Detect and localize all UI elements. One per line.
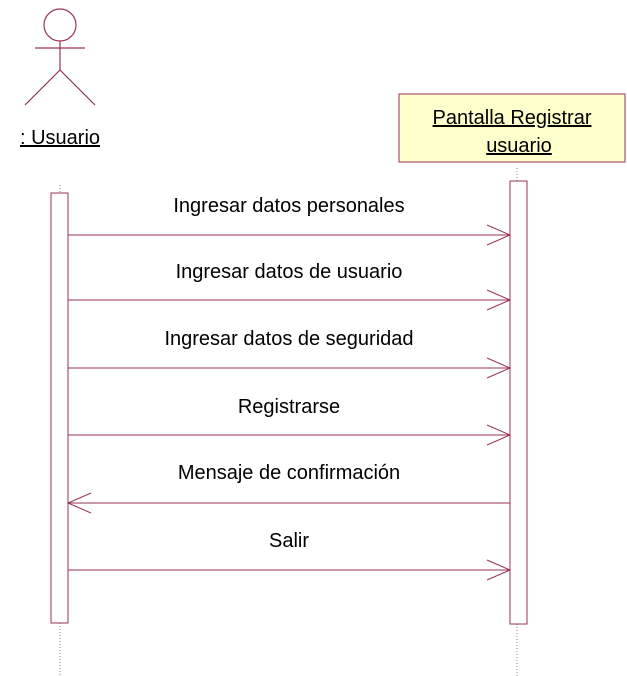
message-1: Ingresar datos personales bbox=[68, 195, 512, 246]
object-name-line1: Pantalla Registrar bbox=[433, 107, 592, 129]
message-label: Ingresar datos de usuario bbox=[176, 261, 403, 283]
message-label: Ingresar datos de seguridad bbox=[164, 328, 413, 350]
arrowhead-right bbox=[486, 559, 512, 581]
object-box bbox=[398, 93, 626, 163]
arrowhead-right bbox=[486, 424, 512, 446]
arrowhead-right bbox=[486, 289, 512, 311]
message-label: Registrarse bbox=[238, 396, 340, 418]
actor-head bbox=[43, 8, 77, 42]
message-4: Registrarse bbox=[68, 396, 512, 446]
object-name-line2: usuario bbox=[486, 135, 552, 157]
message-3: Ingresar datos de seguridad bbox=[68, 328, 512, 379]
message-2: Ingresar datos de usuario bbox=[68, 261, 512, 311]
arrowhead-right bbox=[486, 357, 512, 379]
message-label: Mensaje de confirmación bbox=[178, 462, 400, 484]
message-label: Salir bbox=[269, 530, 309, 552]
arrowhead-left bbox=[66, 492, 92, 514]
actor-right-leg bbox=[59, 69, 96, 106]
actor-name: : Usuario bbox=[20, 127, 100, 149]
message-label: Ingresar datos personales bbox=[173, 195, 404, 217]
object-activation-bar bbox=[509, 180, 528, 625]
arrowhead-right bbox=[486, 224, 512, 246]
message-5: Mensaje de confirmación bbox=[66, 462, 510, 514]
actor-activation-bar bbox=[50, 192, 69, 624]
actor-left-leg bbox=[24, 69, 61, 106]
message-6: Salir bbox=[68, 530, 512, 581]
actor-figure bbox=[24, 8, 96, 106]
